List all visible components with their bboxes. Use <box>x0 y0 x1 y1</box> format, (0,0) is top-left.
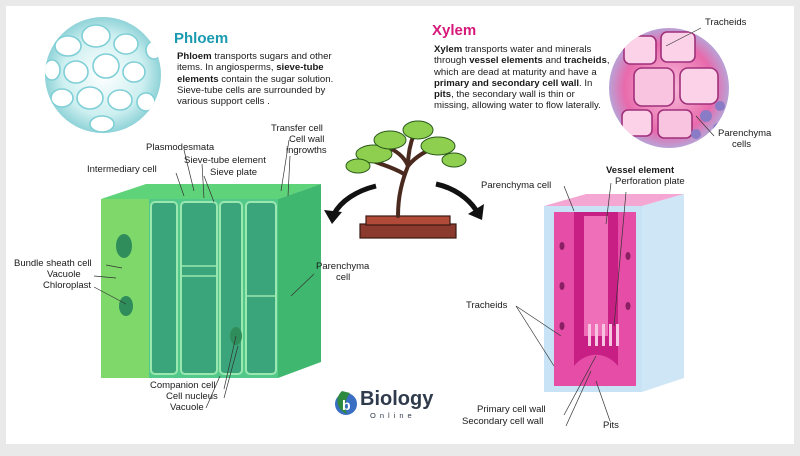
xylem-desc-1: Xylem <box>434 44 463 55</box>
label-chloroplast: Chloroplast <box>43 280 92 291</box>
logo-sub: Online <box>370 411 416 420</box>
xylem-desc-7: primary and secondary cell wall <box>434 77 580 89</box>
xylem-desc-4: and <box>542 55 565 67</box>
phloem-micrograph <box>45 17 161 133</box>
leader-lines <box>93 27 715 427</box>
phloem-desc-3: sieve-tube elements <box>177 62 324 85</box>
diagram-canvas: b Phloem Phloem transports sugars and ot… <box>6 6 794 444</box>
label-vacuole-bottom: Vacuole <box>170 402 204 413</box>
label-sieve-plate: Sieve plate <box>210 167 258 178</box>
xylem-desc-8: . In <box>579 77 593 89</box>
label-companion-cell: Companion cell <box>150 380 216 391</box>
label-tracheids-top: Tracheids <box>705 17 747 28</box>
label-tracheids: Tracheids <box>466 300 508 311</box>
phloem-desc-1: Phloem <box>177 51 212 62</box>
label-parenchyma-cells-2: cells <box>732 139 752 150</box>
label-plasmodesmata: Plasmodesmata <box>146 142 215 153</box>
phloem-desc-4: contain the sugar solution. Sieve-tube c… <box>177 73 334 108</box>
xylem-micrograph <box>609 28 729 148</box>
label-secondary-cell-wall: Secondary cell wall <box>462 416 544 427</box>
label-sieve-tube-element: Sieve-tube element <box>184 155 266 166</box>
xylem-desc-5: tracheids <box>564 55 607 67</box>
label-primary-cell-wall: Primary cell wall <box>477 404 546 415</box>
xylem-desc-9: pits <box>434 89 452 101</box>
biology-online-logo-mark: b <box>335 391 357 415</box>
label-vessel-element: Vessel element <box>606 165 675 176</box>
label-cell-wall-1: Cell wall <box>289 134 325 145</box>
label-cell-wall-2: ingrowths <box>286 145 327 156</box>
xylem-desc-6: , which are dead at maturity and have a <box>434 55 610 78</box>
xylem-desc-10: , the secondary wall is thin or missing,… <box>434 89 601 112</box>
label-parenchyma-cells-1: Parenchyma <box>718 128 772 139</box>
xylem-tissue-block <box>544 194 684 392</box>
logo-name: Biology <box>360 388 434 410</box>
xylem-title: Xylem <box>432 22 477 39</box>
label-intermediary-cell: Intermediary cell <box>87 164 157 175</box>
svg-text:b: b <box>342 397 351 413</box>
label-vacuole: Vacuole <box>47 269 81 280</box>
xylem-desc-2: transports water and minerals through <box>434 44 592 67</box>
label-bundle-sheath-cell: Bundle sheath cell <box>14 258 92 269</box>
label-parenchyma-1: Parenchyma <box>316 261 370 272</box>
phloem-description: Phloem transports sugars and other items… <box>177 51 357 107</box>
plant-illustration <box>324 120 484 239</box>
phloem-desc-2: transports sugars and other items. In an… <box>177 51 332 74</box>
label-pits: Pits <box>603 420 619 431</box>
label-cell-nucleus: Cell nucleus <box>166 391 218 402</box>
xylem-desc-3: vessel elements <box>469 55 543 67</box>
illustration: b <box>45 17 729 427</box>
phloem-title: Phloem <box>174 30 229 47</box>
phloem-tissue-block <box>101 184 321 378</box>
label-perforation-plate: Perforation plate <box>615 176 685 187</box>
label-transfer-cell: Transfer cell <box>271 123 323 134</box>
label-parenchyma-cell: Parenchyma cell <box>481 180 552 191</box>
label-parenchyma-2: cell <box>336 272 351 283</box>
xylem-description: Xylem transports water and minerals thro… <box>434 44 610 112</box>
